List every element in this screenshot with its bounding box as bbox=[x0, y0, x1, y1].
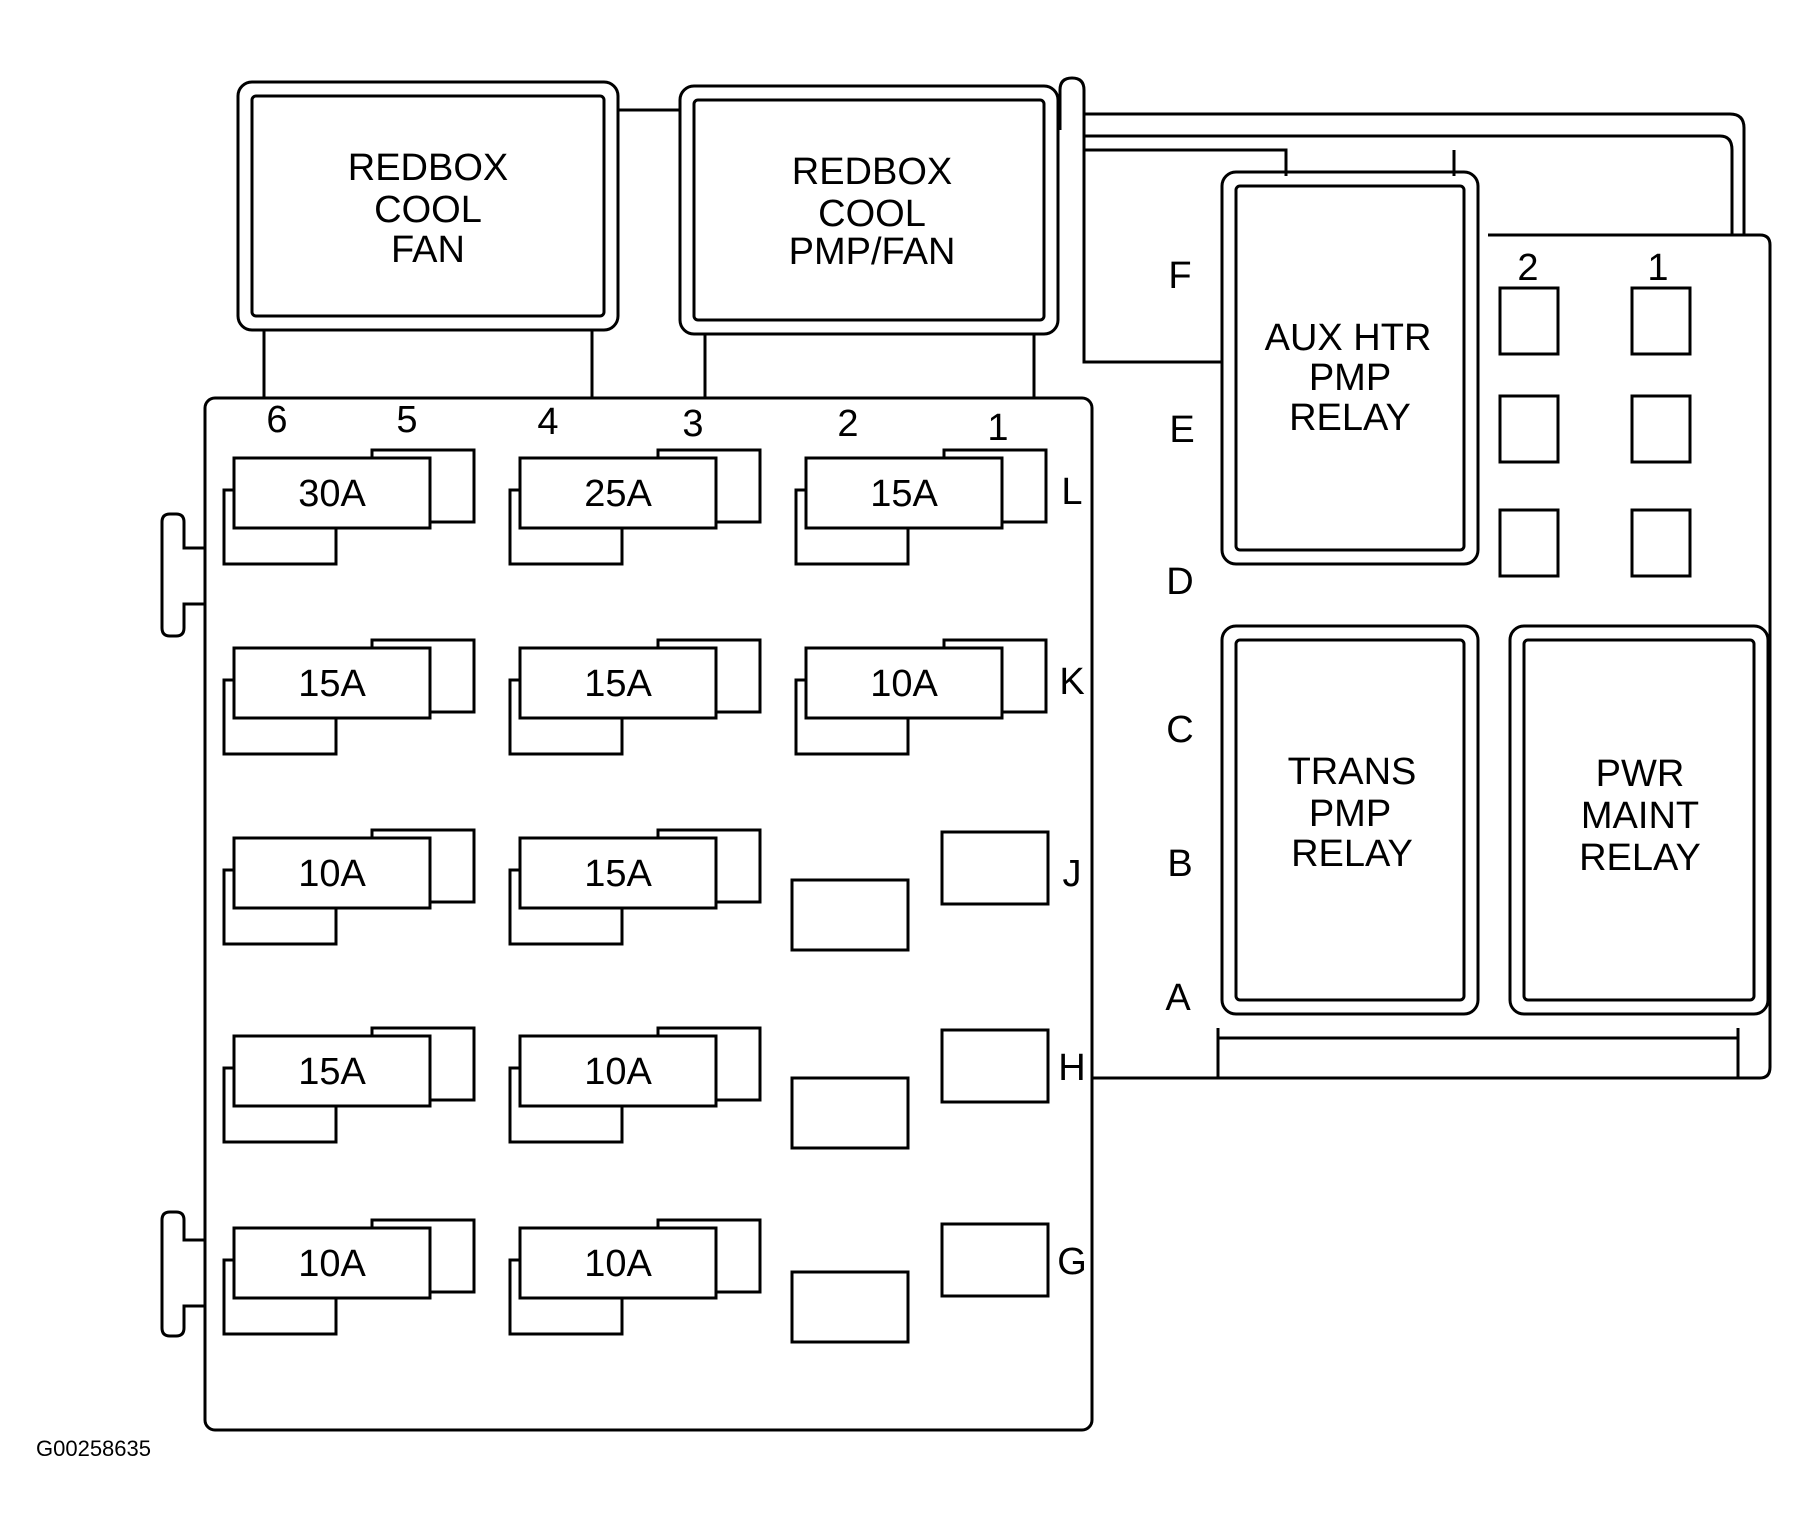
fuse-body bbox=[518, 1034, 718, 1108]
letter-label-F: F bbox=[1168, 255, 1191, 297]
trans-pmp-label-1: TRANS bbox=[1288, 751, 1417, 793]
pwr-maint-label-2: MAINT bbox=[1581, 795, 1699, 837]
small-column-label-1: 1 bbox=[1647, 247, 1668, 289]
small-slot-3 bbox=[1498, 394, 1560, 464]
column-label-1: 1 bbox=[987, 407, 1008, 449]
relay-trans-pmp bbox=[1220, 624, 1480, 1016]
row-label-K: K bbox=[1059, 661, 1084, 703]
small-column-label-2: 2 bbox=[1517, 247, 1538, 289]
empty-slot-J-2 bbox=[790, 878, 910, 952]
cool-fan-label-2: COOL bbox=[374, 189, 482, 231]
aux-htr-label-1: AUX HTR bbox=[1265, 317, 1432, 359]
pwr-maint-label-3: RELAY bbox=[1579, 837, 1701, 879]
fuse-K-6-5: 15A bbox=[222, 638, 476, 756]
fuse-group: 30A 25A 15A 15A 15A 10A 10A 15A 15A 10A 10A 10A bbox=[222, 448, 1048, 1336]
column-label-4: 4 bbox=[537, 401, 558, 443]
empty-slot-G-2 bbox=[790, 1270, 910, 1344]
fuse-L-2-1: 15A bbox=[794, 448, 1048, 566]
fuse-J-4-3: 15A bbox=[508, 828, 762, 946]
fuse-rating: 10A bbox=[584, 1051, 652, 1093]
pwr-maint-label-1: PWR bbox=[1596, 753, 1685, 795]
fuse-rating: 15A bbox=[584, 663, 652, 705]
mount-clip-lower bbox=[160, 1210, 205, 1338]
empty-slot-G-1 bbox=[940, 1222, 1050, 1298]
trans-pmp-label-3: RELAY bbox=[1291, 833, 1413, 875]
small-slot-5 bbox=[1498, 508, 1560, 578]
fuse-body bbox=[232, 836, 432, 910]
column-label-5: 5 bbox=[396, 399, 417, 441]
aux-htr-label-2: PMP bbox=[1309, 357, 1391, 399]
relay-redbox-cool-fan bbox=[236, 80, 620, 398]
empty-fuse-slots bbox=[790, 830, 1050, 1344]
cool-fan-label-1: REDBOX bbox=[348, 147, 508, 189]
fuse-panel-outline bbox=[203, 396, 1094, 1432]
small-slot-6 bbox=[1630, 508, 1692, 578]
fuse-rating: 15A bbox=[298, 663, 366, 705]
fuse-rating: 10A bbox=[870, 663, 938, 705]
small-slot-2 bbox=[1630, 286, 1692, 356]
trans-pmp-label-2: PMP bbox=[1309, 793, 1391, 835]
letter-label-A: A bbox=[1165, 977, 1191, 1019]
mount-clip-upper bbox=[160, 512, 205, 638]
column-label-3: 3 bbox=[682, 403, 703, 445]
fuse-K-2-1: 10A bbox=[794, 638, 1048, 756]
cool-pmp-fan-label-2: COOL bbox=[818, 193, 926, 235]
fuse-body bbox=[232, 456, 432, 530]
small-slot-1 bbox=[1498, 286, 1560, 356]
cool-pmp-fan-label-3: PMP/FAN bbox=[789, 231, 956, 273]
fuse-H-6-5: 15A bbox=[222, 1026, 476, 1144]
fuse-K-4-3: 15A bbox=[508, 638, 762, 756]
fuse-J-6-5: 10A bbox=[222, 828, 476, 946]
figure-code: G00258635 bbox=[36, 1436, 151, 1461]
letter-label-D: D bbox=[1166, 561, 1193, 603]
cool-pmp-fan-label-1: REDBOX bbox=[792, 151, 952, 193]
empty-slot-J-1 bbox=[940, 830, 1050, 906]
fuse-rating: 10A bbox=[584, 1243, 652, 1285]
fuse-rating: 15A bbox=[870, 473, 938, 515]
fuse-body bbox=[518, 456, 718, 530]
letter-label-E: E bbox=[1169, 409, 1194, 451]
column-label-6: 6 bbox=[266, 399, 287, 441]
letter-label-C: C bbox=[1166, 709, 1193, 751]
fuse-G-6-5: 10A bbox=[222, 1218, 476, 1336]
letter-label-B: B bbox=[1167, 843, 1192, 885]
fuse-body bbox=[232, 1034, 432, 1108]
empty-slot-H-1 bbox=[940, 1028, 1050, 1104]
right-housing bbox=[1058, 76, 1772, 1080]
empty-slot-H-2 bbox=[790, 1076, 910, 1150]
row-label-H: H bbox=[1058, 1047, 1085, 1089]
fuse-rating: 10A bbox=[298, 1243, 366, 1285]
fuse-L-6-5: 30A bbox=[222, 448, 476, 566]
small-slot-4 bbox=[1630, 394, 1692, 464]
fuse-rating: 15A bbox=[298, 1051, 366, 1093]
relay-aux-htr-pmp bbox=[1220, 170, 1480, 566]
row-label-G: G bbox=[1057, 1241, 1087, 1283]
row-label-L: L bbox=[1061, 471, 1082, 513]
small-slots bbox=[1498, 286, 1692, 578]
fuse-rating: 25A bbox=[584, 473, 652, 515]
fuse-body bbox=[232, 1226, 432, 1300]
relay-pwr-maint bbox=[1508, 624, 1770, 1016]
fuse-G-4-3: 10A bbox=[508, 1218, 762, 1336]
fuse-H-4-3: 10A bbox=[508, 1026, 762, 1144]
relay-redbox-cool-pmp-fan bbox=[678, 84, 1060, 398]
row-label-J: J bbox=[1063, 853, 1082, 895]
fuse-body bbox=[232, 646, 432, 720]
fuse-body bbox=[518, 836, 718, 910]
column-label-2: 2 bbox=[837, 403, 858, 445]
aux-htr-label-3: RELAY bbox=[1289, 397, 1411, 439]
fuse-body bbox=[518, 646, 718, 720]
fuse-body bbox=[804, 646, 1004, 720]
cool-fan-label-3: FAN bbox=[391, 229, 465, 271]
fuse-body bbox=[518, 1226, 718, 1300]
fuse-L-4-3: 25A bbox=[508, 448, 762, 566]
fuse-body bbox=[804, 456, 1004, 530]
fuse-rating: 30A bbox=[298, 473, 366, 515]
fuse-rating: 15A bbox=[584, 853, 652, 895]
fuse-rating: 10A bbox=[298, 853, 366, 895]
